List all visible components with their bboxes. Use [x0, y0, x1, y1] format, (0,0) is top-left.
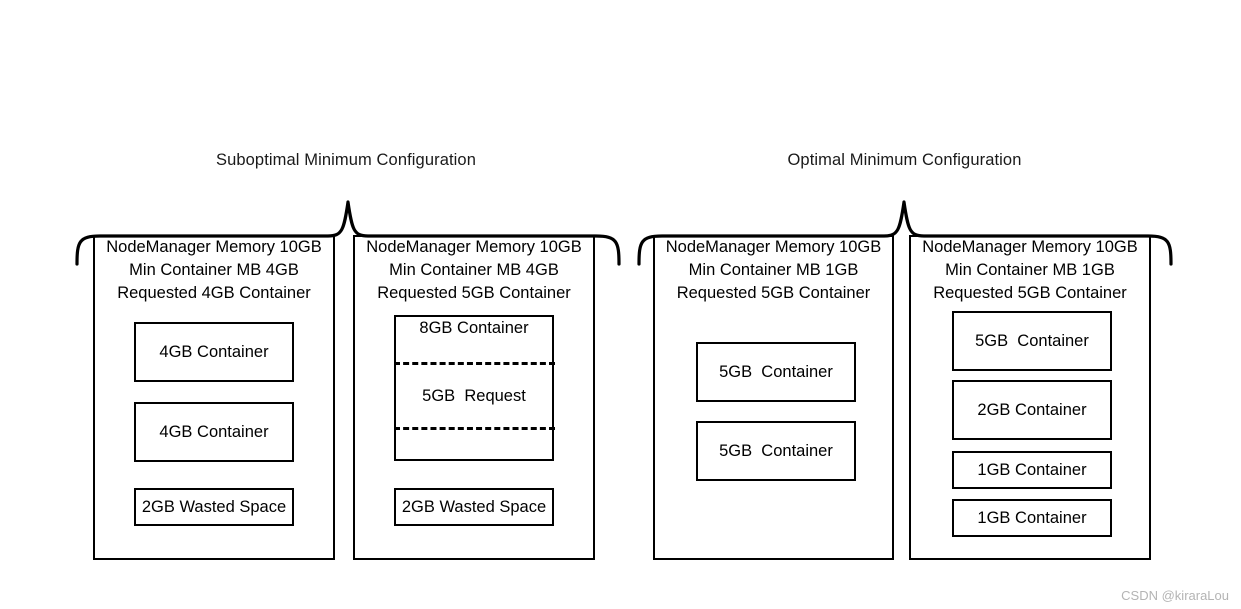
container-box: 4GB Container	[134, 402, 294, 462]
wasted-space-box: 2GB Wasted Space	[394, 488, 554, 526]
watermark: CSDN @kiraraLou	[1121, 588, 1229, 603]
wasted-space-box: 2GB Wasted Space	[134, 488, 294, 526]
request-band: 5GB Request	[393, 362, 555, 430]
panel-body: 4GB Container 4GB Container 2GB Wasted S…	[95, 237, 333, 558]
group-title-optimal: Optimal Minimum Configuration	[787, 151, 1022, 169]
panel-header-line: Min Container MB 4GB	[389, 261, 559, 279]
container-box: 5GB Container	[696, 342, 856, 402]
container-box: 1GB Container	[952, 451, 1112, 489]
panel-header-line: NodeManager Memory 10GB	[366, 238, 582, 256]
container-box-label: 8GB Container	[419, 319, 529, 337]
panel-header-line: Requested 4GB Container	[117, 284, 311, 302]
container-box: 2GB Container	[952, 380, 1112, 440]
container-box: 4GB Container	[134, 322, 294, 382]
panel-header: NodeManager Memory 10GB Min Container MB…	[655, 236, 892, 305]
panel-header: NodeManager Memory 10GB Min Container MB…	[355, 236, 593, 305]
panel-optimal-1: NodeManager Memory 10GB Min Container MB…	[653, 235, 894, 560]
container-box: 8GB Container 5GB Request	[393, 315, 555, 461]
request-band-label: 5GB Request	[422, 387, 526, 405]
panel-header-line: Requested 5GB Container	[676, 284, 871, 302]
panel-optimal-2: NodeManager Memory 10GB Min Container MB…	[909, 235, 1151, 560]
panel-suboptimal-1: NodeManager Memory 10GB Min Container MB…	[93, 235, 335, 560]
panel-header-line: Requested 5GB Container	[377, 284, 571, 302]
panel-header-line: NodeManager Memory 10GB	[665, 238, 882, 256]
panel-header-line: Min Container MB 1GB	[945, 261, 1115, 279]
panel-header-line: NodeManager Memory 10GB	[922, 238, 1138, 256]
panel-header: NodeManager Memory 10GB Min Container MB…	[911, 236, 1149, 305]
panel-body: 5GB Container 2GB Container 1GB Containe…	[911, 237, 1149, 558]
group-title-suboptimal: Suboptimal Minimum Configuration	[216, 151, 476, 169]
panel-suboptimal-2: NodeManager Memory 10GB Min Container MB…	[353, 235, 595, 560]
panel-header-line: Min Container MB 4GB	[129, 261, 299, 279]
panel-header-line: Min Container MB 1GB	[688, 261, 859, 279]
panel-body: 5GB Container 5GB Container	[655, 237, 892, 558]
container-box: 5GB Container	[696, 421, 856, 481]
panel-body: 8GB Container 5GB Request 2GB Wasted Spa…	[355, 237, 593, 558]
panel-header-line: Requested 5GB Container	[933, 284, 1127, 302]
container-box: 1GB Container	[952, 499, 1112, 537]
panel-header-line: NodeManager Memory 10GB	[106, 238, 322, 256]
panel-header: NodeManager Memory 10GB Min Container MB…	[95, 236, 333, 305]
container-box: 5GB Container	[952, 311, 1112, 371]
